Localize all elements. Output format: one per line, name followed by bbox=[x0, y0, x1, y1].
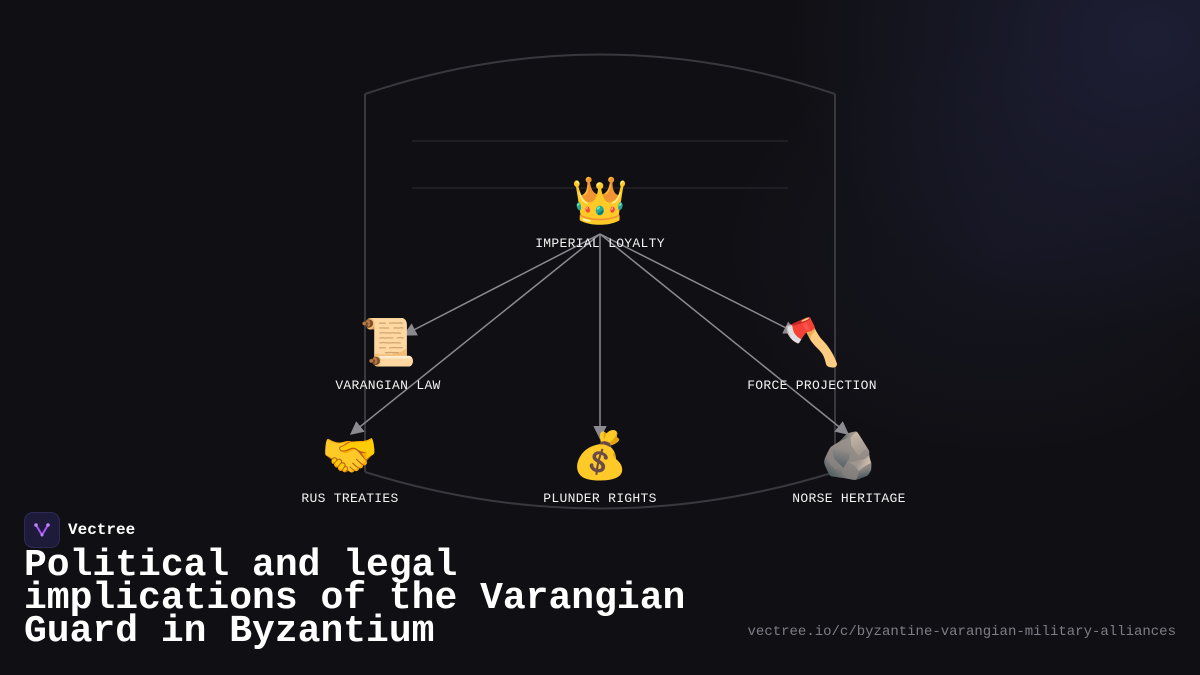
node-label: PLUNDER RIGHTS bbox=[543, 491, 657, 506]
brand-name: Vectree bbox=[68, 521, 136, 539]
node-root: 👑 IMPERIAL LOYALTY bbox=[535, 174, 665, 251]
crown-icon: 👑 bbox=[571, 173, 629, 227]
rock-icon: 🪨 bbox=[820, 428, 878, 482]
brand: Vectree bbox=[24, 512, 135, 548]
axe-icon: 🪓 bbox=[783, 315, 841, 369]
node-varangian-law: 📜 VARANGIAN LAW bbox=[335, 316, 440, 393]
money-bag-icon: 💰 bbox=[571, 428, 629, 482]
page-title: Political and legal implications of the … bbox=[24, 544, 686, 653]
edge-root-to-rus-treaties bbox=[349, 233, 601, 435]
node-label: RUS TREATIES bbox=[301, 491, 399, 506]
node-label: VARANGIAN LAW bbox=[335, 378, 441, 393]
node-force-projection: 🪓 FORCE PROJECTION bbox=[747, 316, 877, 393]
scroll-icon: 📜 bbox=[359, 315, 417, 369]
node-label: FORCE PROJECTION bbox=[747, 378, 877, 393]
node-label: IMPERIAL LOYALTY bbox=[535, 236, 665, 251]
edges-group bbox=[349, 233, 850, 440]
vectree-logo-icon bbox=[24, 512, 60, 548]
node-rus-treaties: 🤝 RUS TREATIES bbox=[301, 429, 398, 506]
node-label: NORSE HERITAGE bbox=[792, 491, 906, 506]
source-url: vectree.io/c/byzantine-varangian-militar… bbox=[747, 624, 1176, 640]
handshake-icon: 🤝 bbox=[321, 428, 379, 482]
edge-root-to-varangian-law bbox=[402, 233, 601, 336]
node-plunder-rights: 💰 PLUNDER RIGHTS bbox=[543, 429, 656, 506]
edge-root-to-force-projection bbox=[599, 233, 798, 334]
decorative-frame bbox=[364, 53, 836, 510]
node-norse-heritage: 🪨 NORSE HERITAGE bbox=[792, 429, 905, 506]
edge-root-to-norse-heritage bbox=[599, 233, 850, 435]
